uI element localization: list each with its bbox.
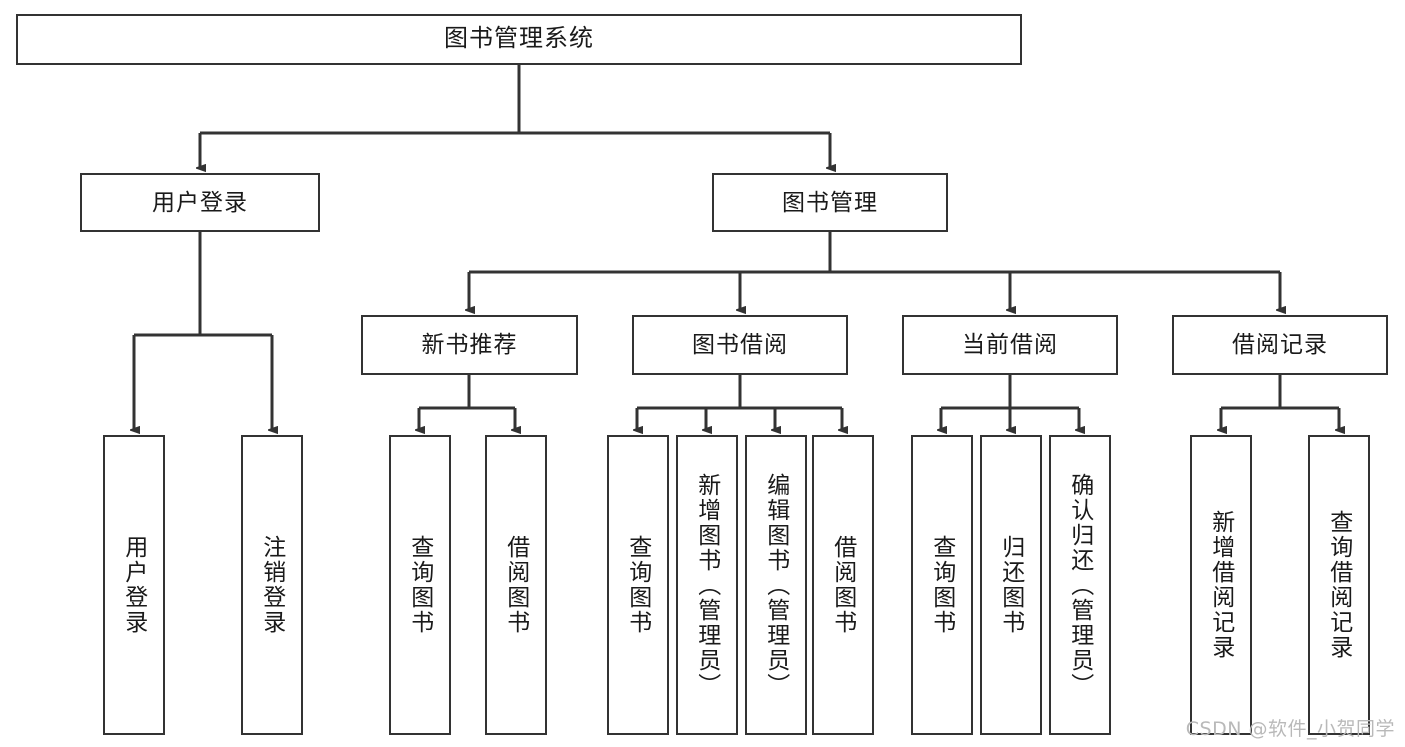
leaf-add-borrow-record[interactable]: 新增借阅记录 [1190,435,1252,735]
node-label: 查询图书 [407,535,434,635]
leaf-query-books-recommendation[interactable]: 查询图书 [389,435,451,735]
leaf-user-login[interactable]: 用户登录 [103,435,165,735]
node-label: 用户登录 [121,535,148,635]
leaf-logout[interactable]: 注销登录 [241,435,303,735]
node-label: 编辑图书（管理员） [763,472,790,698]
node-root-book-management-system[interactable]: 图书管理系统 [16,14,1022,65]
node-label: 当前借阅 [962,331,1058,358]
node-label: 注销登录 [259,535,286,635]
leaf-query-books-borrow[interactable]: 查询图书 [607,435,669,735]
node-label: 图书管理系统 [444,25,594,53]
node-label: 图书管理 [782,188,878,215]
node-label: 借阅图书 [830,535,857,635]
node-user-login[interactable]: 用户登录 [80,173,320,232]
node-label: 查询图书 [929,535,956,635]
leaf-return-books[interactable]: 归还图书 [980,435,1042,735]
node-label: 借阅图书 [503,535,530,635]
node-label: 确认归还（管理员） [1067,472,1094,698]
node-label: 借阅记录 [1232,331,1328,358]
csdn-watermark: CSDN @软件_小贺同学 [1185,718,1395,740]
leaf-add-book-admin[interactable]: 新增图书（管理员） [676,435,738,735]
node-label: 查询图书 [625,535,652,635]
node-current-borrow[interactable]: 当前借阅 [902,315,1118,375]
node-label: 归还图书 [998,535,1025,635]
node-label: 查询借阅记录 [1326,510,1353,660]
node-label: 用户登录 [152,188,248,215]
leaf-borrow-books[interactable]: 借阅图书 [812,435,874,735]
node-label: 图书借阅 [692,331,788,358]
node-label: 新增借阅记录 [1208,510,1235,660]
node-label: 新书推荐 [421,331,518,358]
leaf-edit-book-admin[interactable]: 编辑图书（管理员） [745,435,807,735]
leaf-query-borrow-record[interactable]: 查询借阅记录 [1308,435,1370,735]
leaf-borrow-books-recommendation[interactable]: 借阅图书 [485,435,547,735]
node-new-book-recommendation[interactable]: 新书推荐 [361,315,578,375]
node-borrow-records[interactable]: 借阅记录 [1172,315,1388,375]
leaf-query-books-current[interactable]: 查询图书 [911,435,973,735]
leaf-confirm-return-admin[interactable]: 确认归还（管理员） [1049,435,1111,735]
node-book-borrow[interactable]: 图书借阅 [632,315,848,375]
node-label: 新增图书（管理员） [694,472,721,698]
node-book-management[interactable]: 图书管理 [712,173,948,232]
